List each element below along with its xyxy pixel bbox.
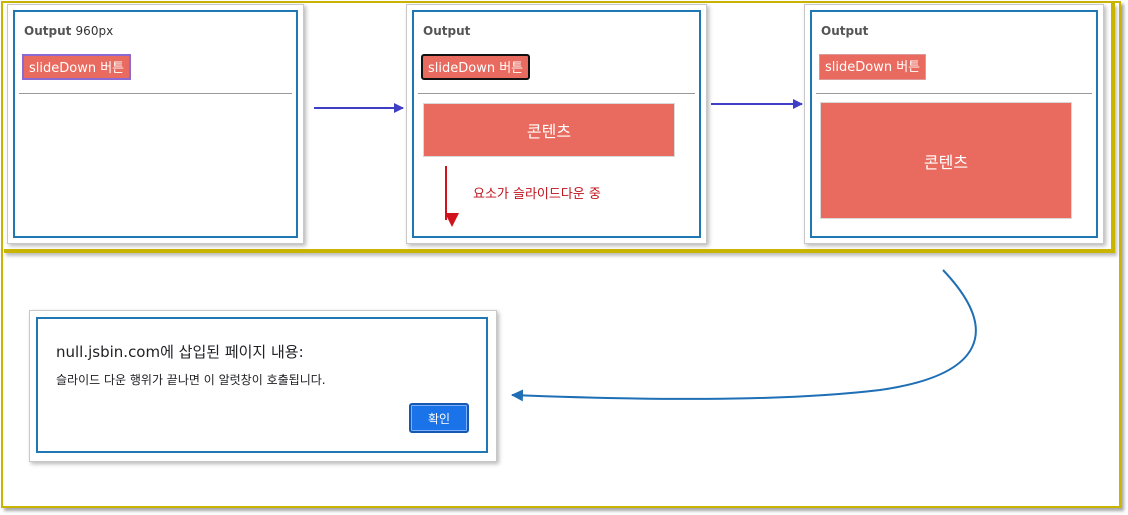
output-label: Output 960px (24, 24, 114, 38)
output-label: Output (423, 24, 471, 38)
slidedown-button[interactable]: slideDown 버튼 (22, 54, 132, 80)
content-box-full: 콘텐츠 (820, 102, 1072, 219)
output-frame: Output slideDown 버튼 콘텐츠 요소가 슬라이드다운 중 (412, 10, 701, 238)
alert-dialog: null.jsbin.com에 삽입된 페이지 내용: 슬라이드 다운 행위가 … (29, 310, 497, 462)
alert-title: null.jsbin.com에 삽입된 페이지 내용: (56, 343, 304, 361)
divider (418, 93, 695, 94)
output-panel-initial: Output 960px slideDown 버튼 (7, 4, 304, 244)
output-panel-complete: Output slideDown 버튼 콘텐츠 (804, 4, 1104, 244)
divider (19, 93, 292, 94)
slidedown-button[interactable]: slideDown 버튼 (421, 54, 531, 80)
output-label: Output (821, 24, 869, 38)
alert-message: 슬라이드 다운 행위가 끝나면 이 알럿창이 호출됩니다. (56, 373, 326, 387)
top-band (4, 3, 1115, 253)
slidedown-button[interactable]: slideDown 버튼 (819, 54, 927, 80)
output-frame: Output slideDown 버튼 콘텐츠 (810, 10, 1098, 238)
to-alert-curve-arrow (511, 269, 977, 402)
alert-frame: null.jsbin.com에 삽입된 페이지 내용: 슬라이드 다운 행위가 … (36, 317, 488, 453)
output-size: 960px (75, 24, 114, 38)
divider (816, 93, 1092, 94)
sliding-note: 요소가 슬라이드다운 중 (473, 187, 601, 202)
output-panel-sliding: Output slideDown 버튼 콘텐츠 요소가 슬라이드다운 중 (406, 4, 707, 244)
output-frame: Output 960px slideDown 버튼 (13, 10, 298, 238)
ok-button[interactable]: 확인 (409, 403, 469, 433)
content-box-partial: 콘텐츠 (423, 103, 675, 157)
